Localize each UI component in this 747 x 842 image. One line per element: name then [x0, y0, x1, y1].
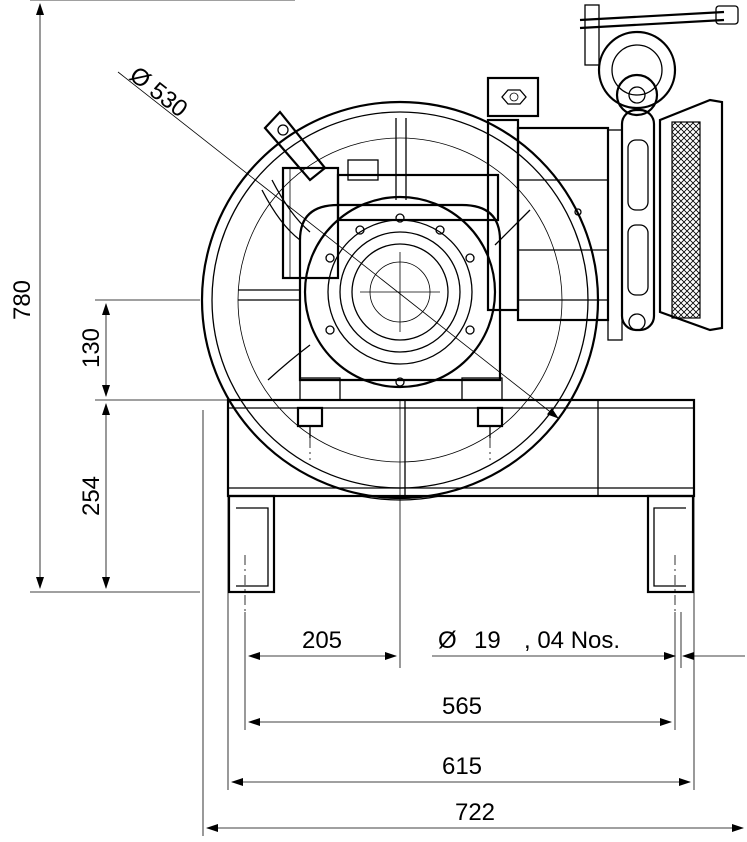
dim-total-height: 780 — [9, 280, 36, 320]
dimension-lines — [36, 3, 745, 832]
extension-lines — [30, 0, 695, 836]
brake-release-lever — [579, 4, 739, 341]
dim-hole-count: , 04 Nos. — [524, 627, 620, 654]
brake-arm — [263, 110, 500, 280]
dim-motor-center-height: 130 — [78, 328, 105, 368]
center-lines — [244, 400, 676, 668]
gearbox-housing — [298, 195, 503, 401]
dim-bolt-spacing: 565 — [442, 693, 482, 720]
dim-hole-size: 19 — [474, 627, 501, 654]
dim-offset: 205 — [302, 627, 342, 654]
dim-sheave-diameter: Ø 530 — [124, 61, 192, 123]
motor-body — [486, 76, 610, 322]
left-support-leg — [227, 494, 276, 594]
dim-overall-width: 722 — [455, 799, 495, 826]
foundation-bolts — [296, 406, 504, 460]
dim-frame-height: 254 — [78, 476, 105, 516]
dim-hole-symbol: Ø — [438, 627, 457, 654]
brake-drum — [658, 98, 724, 332]
right-support-leg — [646, 494, 695, 594]
base-frame — [226, 398, 696, 501]
dim-frame-width: 615 — [442, 753, 482, 780]
